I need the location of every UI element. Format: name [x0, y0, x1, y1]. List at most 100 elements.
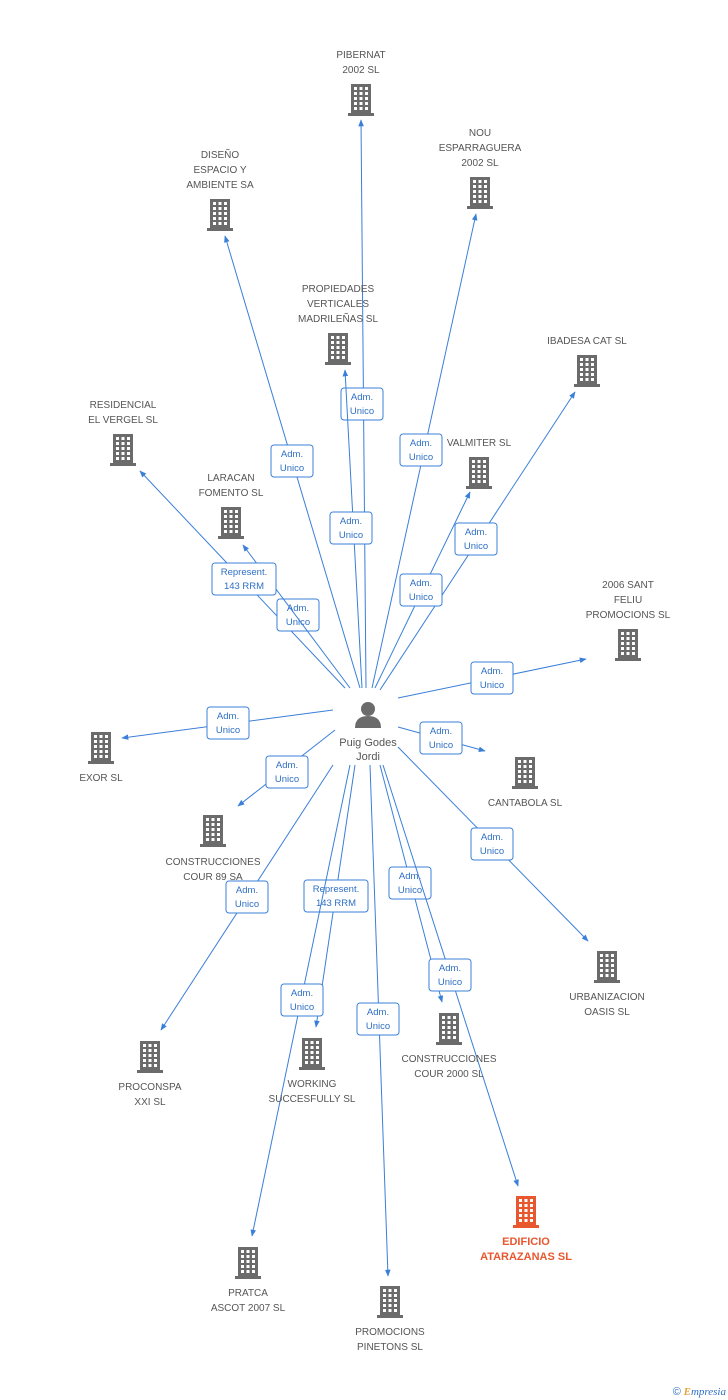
person-icon [355, 702, 381, 728]
building-icon [88, 732, 114, 764]
edge-pinetons: Adm.Unico [356, 764, 400, 1277]
company-name: 2006 SANT [602, 580, 654, 591]
edge-label-text: Represent. [221, 567, 267, 578]
company-name: COUR 2000 SL [414, 1069, 484, 1080]
company-name: DISEÑO [201, 148, 240, 161]
building-icon [512, 757, 538, 789]
edge-label-box[interactable]: Adm.Unico [280, 983, 324, 1017]
company-node-cour2000[interactable]: CONSTRUCCIONES COUR 2000 SL [401, 1013, 497, 1080]
building-icon [615, 629, 641, 661]
edge-valmiter: Adm.Unico [374, 491, 471, 689]
company-name: PROMOCIONS SL [586, 610, 671, 621]
edge-label-box[interactable]: Adm.Unico [428, 958, 472, 992]
edge-working: Represent.143 RRM [303, 764, 369, 1028]
edge-label-box[interactable]: Adm.Unico [265, 755, 309, 789]
company-name: PINETONS SL [357, 1342, 423, 1353]
building-icon [594, 951, 620, 983]
edge-label-text: Unico [280, 463, 304, 474]
building-icon [325, 333, 351, 365]
building-icon [574, 355, 600, 387]
company-name: RESIDENCIAL [90, 400, 157, 411]
edge-label-text: Adm. [481, 666, 503, 677]
building-icon [137, 1041, 163, 1073]
edge-label-text: Unico [464, 541, 488, 552]
edge-label-box[interactable]: Represent. 143 RRM [211, 562, 277, 596]
company-name: PROPIEDADES [302, 284, 375, 295]
company-name: IBADESA CAT SL [547, 336, 627, 347]
edge-label-box[interactable]: Adm.Unico [356, 1002, 400, 1036]
company-node-ibadesa[interactable]: IBADESA CAT SL [547, 336, 627, 387]
company-node-diseno[interactable]: DISEÑO ESPACIO Y AMBIENTE SA [186, 148, 254, 231]
building-icon [513, 1196, 539, 1228]
edge-label-text: Adm. [217, 711, 239, 722]
edge-label-box[interactable]: Adm.Unico [206, 706, 250, 740]
building-icon [348, 84, 374, 116]
edge-label-box[interactable]: Adm.Unico [388, 866, 432, 900]
footer-brand: © Empresia [673, 1386, 726, 1398]
company-node-exor[interactable]: EXOR SL [79, 732, 123, 784]
company-name: CANTABOLA SL [488, 798, 563, 809]
edge-label-text: Unico [429, 740, 453, 751]
company-name: EXOR SL [79, 773, 123, 784]
edge-label-text: Adm. [367, 1007, 389, 1018]
edge-label-box[interactable]: Adm.Unico [399, 573, 443, 607]
edge-label-box[interactable]: Adm. Unico [470, 661, 514, 695]
edge-label-text: Unico [438, 977, 462, 988]
edge-label-box[interactable]: Represent.143 RRM [303, 879, 369, 913]
company-name: CONSTRUCCIONES [401, 1054, 496, 1065]
edge-label-text: Unico [480, 680, 504, 691]
company-name: EDIFICIO [502, 1236, 550, 1248]
edge-label-box[interactable]: Adm.Unico [276, 598, 320, 632]
brand-initial: E [683, 1386, 691, 1398]
building-icon [467, 177, 493, 209]
building-icon [200, 815, 226, 847]
edge-label-box[interactable]: Adm.Unico [454, 522, 498, 556]
edge-label-box[interactable]: Adm.Unico [470, 827, 514, 861]
company-name: ESPACIO Y [194, 165, 247, 176]
edge-edificio: Adm. Unico [382, 764, 519, 1187]
edge-label-box[interactable]: Adm.Unico [329, 511, 373, 545]
edge-label-box[interactable]: Adm.Unico [399, 433, 443, 467]
building-icon [218, 507, 244, 539]
company-name: PRATCA [228, 1288, 268, 1299]
company-name: AMBIENTE SA [186, 180, 254, 191]
edge-label-box[interactable]: Adm.Unico [270, 444, 314, 478]
company-name: NOU [469, 128, 491, 139]
edge-cantabola: Adm. Unico [397, 721, 486, 755]
edge-label-text: Adm. [351, 392, 373, 403]
company-node-valmiter[interactable]: VALMITER SL [447, 438, 512, 489]
edge-label-text: 143 RRM [316, 898, 356, 909]
edge-label-text: 143 RRM [224, 581, 264, 592]
edge-label-text: Unico [290, 1002, 314, 1013]
edge-label-text: Adm. [430, 726, 452, 737]
edge-urbanizacion: Adm. Unico [397, 746, 589, 942]
edge-label-text: Unico [480, 846, 504, 857]
edge-label-text: Unico [275, 774, 299, 785]
edge-label-text: Unico [409, 452, 433, 463]
company-name: OASIS SL [584, 1007, 630, 1018]
edge-label-box[interactable]: Adm. Unico [419, 721, 463, 755]
edge-label-box[interactable]: Adm.Unico [225, 880, 269, 914]
edge-label-box[interactable]: Adm. Unico [340, 387, 384, 421]
edge-label-text: Adm. [399, 871, 421, 882]
building-icon [235, 1247, 261, 1279]
edge-label-text: Unico [350, 406, 374, 417]
company-name: MADRILEÑAS SL [298, 312, 378, 325]
company-node-cantabola[interactable]: CANTABOLA SL [488, 757, 563, 809]
